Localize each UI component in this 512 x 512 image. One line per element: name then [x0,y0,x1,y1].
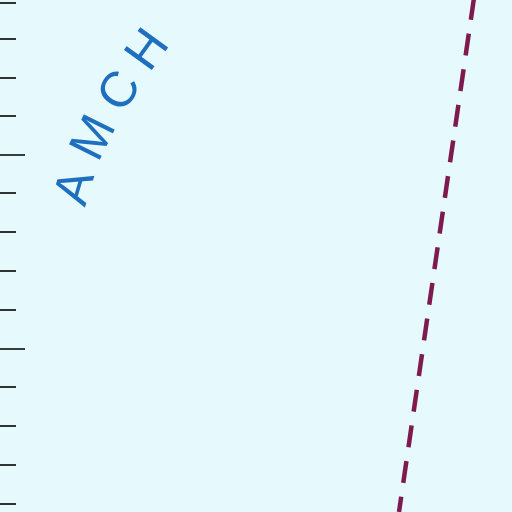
map-frame-ticks [0,2,25,505]
water-body-label: AMCH [42,7,187,211]
route-line [396,0,476,512]
water-body-label-text: AMCH [42,7,174,211]
